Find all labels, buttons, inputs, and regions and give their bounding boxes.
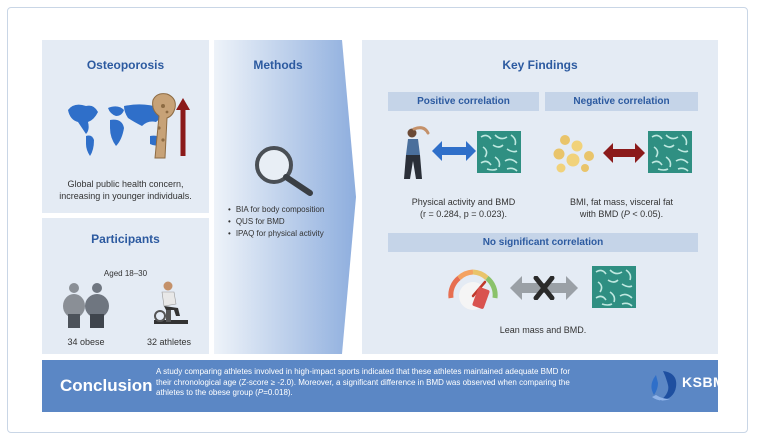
osteoporosis-desc-line2: increasing in younger individuals. bbox=[59, 191, 192, 201]
negative-finding-prefix: with BMD ( bbox=[579, 209, 624, 219]
no-correlation-arrow-icon bbox=[510, 276, 578, 300]
conclusion-text-p: P bbox=[257, 388, 264, 397]
osteoporosis-title: Osteoporosis bbox=[86, 58, 165, 72]
participants-panel: Participants Aged 18–30 34 obese 32 athl… bbox=[42, 218, 209, 354]
methods-item-text: QUS for BMD bbox=[235, 217, 285, 226]
osteoporosis-panel: Osteoporosis Global public health concer… bbox=[42, 40, 209, 213]
negative-finding-suffix: < 0.05). bbox=[629, 209, 664, 219]
positive-finding-line1: Physical activity and BMD bbox=[411, 197, 516, 207]
obese-people-icon bbox=[63, 283, 109, 328]
key-findings-title: Key Findings bbox=[502, 58, 578, 72]
bone-texture-icon bbox=[592, 266, 636, 308]
conclusion-text-end: =0.018). bbox=[263, 388, 293, 397]
ksbmr-logo-text: KSBMR bbox=[682, 374, 736, 390]
osteoporosis-desc-line1: Global public health concern, bbox=[67, 179, 184, 189]
participants-age: Aged 18–30 bbox=[103, 269, 148, 278]
methods-item: QUS for BMD bbox=[228, 216, 324, 228]
methods-title: Methods bbox=[253, 58, 303, 72]
bone-texture-icon bbox=[648, 131, 692, 173]
participants-obese-label: 34 obese bbox=[67, 337, 105, 347]
methods-chevron bbox=[214, 40, 356, 354]
negative-correlation-header: Negative correlation bbox=[545, 92, 698, 111]
methods-item-text: BIA for body composition bbox=[235, 205, 325, 214]
no-correlation-finding: Lean mass and BMD. bbox=[499, 325, 587, 335]
magnifying-glass-icon bbox=[255, 146, 313, 196]
positive-correlation-arrow-icon bbox=[432, 141, 476, 161]
methods-list: BIA for body composition QUS for BMD IPA… bbox=[228, 204, 325, 240]
positive-finding-line2: (r = 0.284, p = 0.023). bbox=[419, 209, 508, 219]
methods-item-text: IPAQ for physical activity bbox=[235, 229, 324, 238]
ksbmr-logo-icon bbox=[651, 371, 677, 401]
conclusion-bar: Conclusion A study comparing athletes in… bbox=[42, 360, 735, 412]
participants-athletes-label: 32 athletes bbox=[146, 337, 192, 347]
cyclist-icon bbox=[154, 281, 188, 324]
healthy-bone-texture-icon bbox=[477, 131, 521, 173]
negative-finding-line2: with BMD (P < 0.05). bbox=[545, 208, 698, 220]
positive-correlation-header: Positive correlation bbox=[388, 92, 539, 111]
no-correlation-header: No significant correlation bbox=[388, 233, 698, 252]
methods-item: BIA for body composition bbox=[228, 204, 325, 216]
bone-icon bbox=[152, 93, 176, 159]
up-arrow-icon bbox=[176, 98, 190, 156]
fat-cells-icon bbox=[553, 135, 594, 173]
negative-finding-p: P bbox=[623, 209, 630, 219]
conclusion-text: A study comparing athletes involved in h… bbox=[156, 367, 576, 399]
negative-correlation-arrow-icon bbox=[603, 143, 645, 163]
participants-title: Participants bbox=[91, 232, 160, 246]
conclusion-text-main: A study comparing athletes involved in h… bbox=[156, 367, 571, 397]
conclusion-title: Conclusion bbox=[60, 376, 153, 395]
exercising-person-icon bbox=[404, 126, 430, 179]
methods-item: IPAQ for physical activity bbox=[228, 228, 324, 240]
gauge-meter-icon bbox=[448, 269, 498, 310]
negative-finding-line1: BMI, fat mass, visceral fat bbox=[569, 197, 674, 207]
